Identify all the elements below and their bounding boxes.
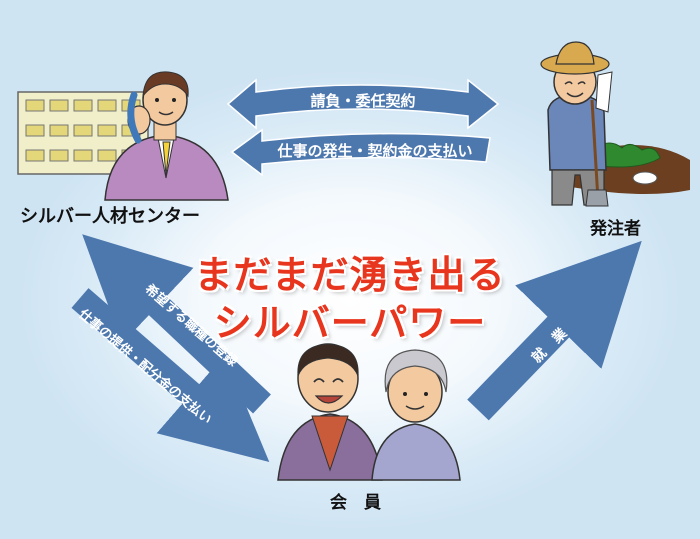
client-farmer-icon: [540, 41, 690, 207]
main-title-line1: まだまだ湧き出る: [194, 253, 506, 297]
flow-label-work-payment: 仕事の発生・契約金の支払い: [276, 142, 472, 160]
arrow-registration: [82, 234, 271, 414]
node-label-client: 発注者: [590, 219, 641, 239]
arrow-work-payment: [230, 128, 491, 177]
office-building-icon: [17, 91, 149, 175]
flow-label-contract: 請負・委任契約: [310, 92, 415, 110]
node-label-members: 会 員: [330, 493, 381, 513]
main-title-line2: シルバーパワー: [213, 301, 487, 345]
staff-person-icon: [104, 71, 229, 201]
arrow-contract: [226, 78, 500, 130]
node-label-center: シルバー人材センター: [20, 206, 200, 227]
arrow-employment: [467, 240, 642, 421]
members-couple-icon: [277, 343, 461, 481]
